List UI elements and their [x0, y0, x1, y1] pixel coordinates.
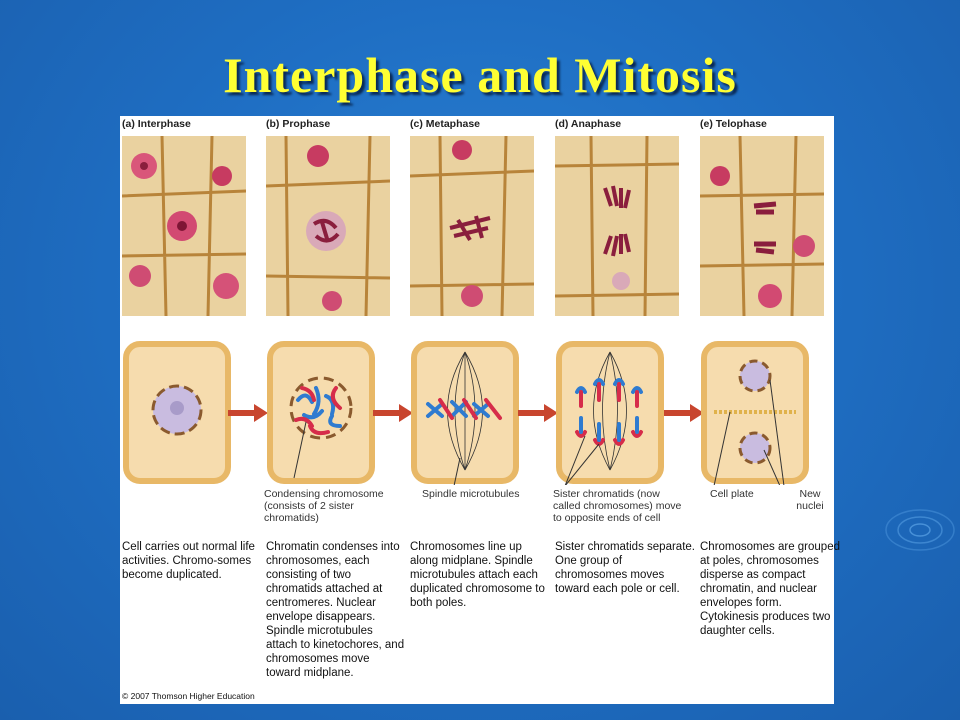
arrow-right-icon: [228, 404, 268, 422]
cell-diagram-anaphase: [556, 341, 664, 485]
stage-label: (a) Interphase: [122, 118, 191, 130]
stage-label: (b) Prophase: [266, 118, 331, 130]
stage-description: Chromosomes line up along midplane. Spin…: [410, 541, 545, 609]
stage-label: (c) Metaphase: [410, 118, 481, 130]
slide-title: Interphase and Mitosis: [223, 47, 737, 103]
cell-diagram-prophase: [267, 341, 375, 484]
arrow-right-icon: [664, 404, 704, 422]
callout-spindle-microtubules: Spindle microtubules: [422, 488, 520, 500]
micrograph-prophase: [266, 136, 390, 316]
stage-description: Chromatin condenses into chromosomes, ea…: [266, 541, 405, 679]
cell-diagram-telophase: [701, 341, 809, 485]
callout-new-nuclei: New nuclei: [796, 488, 824, 512]
stage-label: (e) Telophase: [700, 118, 767, 130]
arrow-right-icon: [518, 404, 558, 422]
cell-diagram-interphase: [123, 341, 231, 484]
callout-sister-chromatids: Sister chromatids (now called chromosome…: [553, 488, 682, 524]
micrograph-telophase: [700, 136, 824, 316]
stage-label: (d) Anaphase: [555, 118, 622, 130]
callout-cell-plate: Cell plate: [710, 488, 754, 500]
micrograph-interphase: [122, 136, 246, 316]
micrograph-anaphase: [555, 136, 679, 316]
copyright-notice: © 2007 Thomson Higher Education: [122, 691, 255, 701]
cell-diagram-metaphase: [411, 341, 519, 485]
ripple-decoration-icon: [885, 509, 955, 551]
stage-description: Cell carries out normal life activities.…: [122, 541, 255, 581]
callout-condensing-chromosome: Condensing chromosome (consists of 2 sis…: [264, 488, 384, 524]
arrow-right-icon: [373, 404, 413, 422]
mitosis-figure: (a) Interphase Cell carries out normal l…: [120, 116, 840, 704]
stage-description: Chromosomes are grouped at poles, chromo…: [700, 541, 840, 637]
stage-description: Sister chromatids separate. One group of…: [555, 541, 695, 595]
micrograph-metaphase: [410, 136, 534, 316]
